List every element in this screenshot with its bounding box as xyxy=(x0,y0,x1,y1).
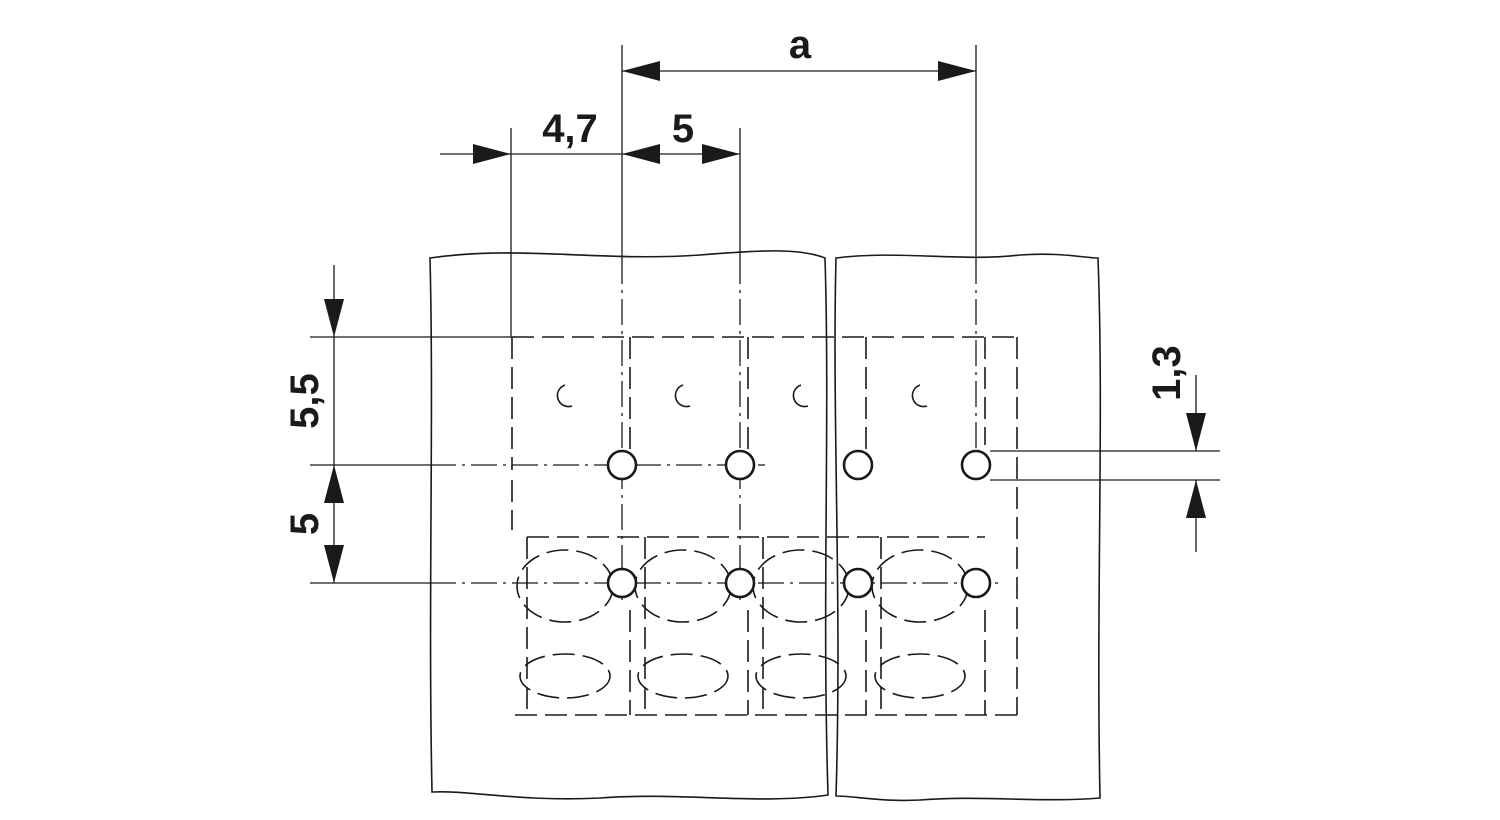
dimension-pitch-label: 5 xyxy=(672,107,694,151)
hole-row1-3 xyxy=(842,449,874,481)
dimension-edge-offset: 4,7 xyxy=(440,107,622,164)
clamp-opening-4 xyxy=(911,384,928,408)
hole-row1-4 xyxy=(960,449,992,481)
hole-row2-3 xyxy=(842,567,874,599)
clamp-openings xyxy=(556,384,928,408)
hole-row2-1 xyxy=(606,567,638,599)
hole-row1-2 xyxy=(724,449,756,481)
dimension-row-offset: 5,5 xyxy=(283,265,344,465)
clamp-opening-1 xyxy=(556,384,573,408)
pcb-holes xyxy=(606,449,992,599)
dimension-row-spacing: 5 xyxy=(283,465,344,583)
hidden-outline-bottom xyxy=(515,536,1017,716)
dimension-row-offset-label: 5,5 xyxy=(283,373,327,429)
dimension-edge-offset-label: 4,7 xyxy=(542,107,598,151)
extension-lines xyxy=(310,45,1220,584)
hole-row2-4 xyxy=(960,567,992,599)
dimension-hole-diameter-label: 1,3 xyxy=(1145,345,1189,401)
hole-row1-1 xyxy=(606,449,638,481)
clamp-opening-2 xyxy=(674,384,691,408)
dimension-a-label: a xyxy=(789,23,812,67)
centerlines xyxy=(430,258,1000,600)
terminal-block-right xyxy=(834,253,1102,802)
dimension-a: a xyxy=(622,23,976,81)
terminal-block-left xyxy=(429,250,829,800)
hidden-outline-top xyxy=(511,336,1018,715)
dimension-row-spacing-label: 5 xyxy=(283,513,327,535)
dimension-pitch: 5 xyxy=(622,107,740,164)
dimension-hole-diameter: 1,3 xyxy=(1145,345,1206,552)
clamp-opening-3 xyxy=(792,384,809,408)
hole-row2-2 xyxy=(724,567,756,599)
